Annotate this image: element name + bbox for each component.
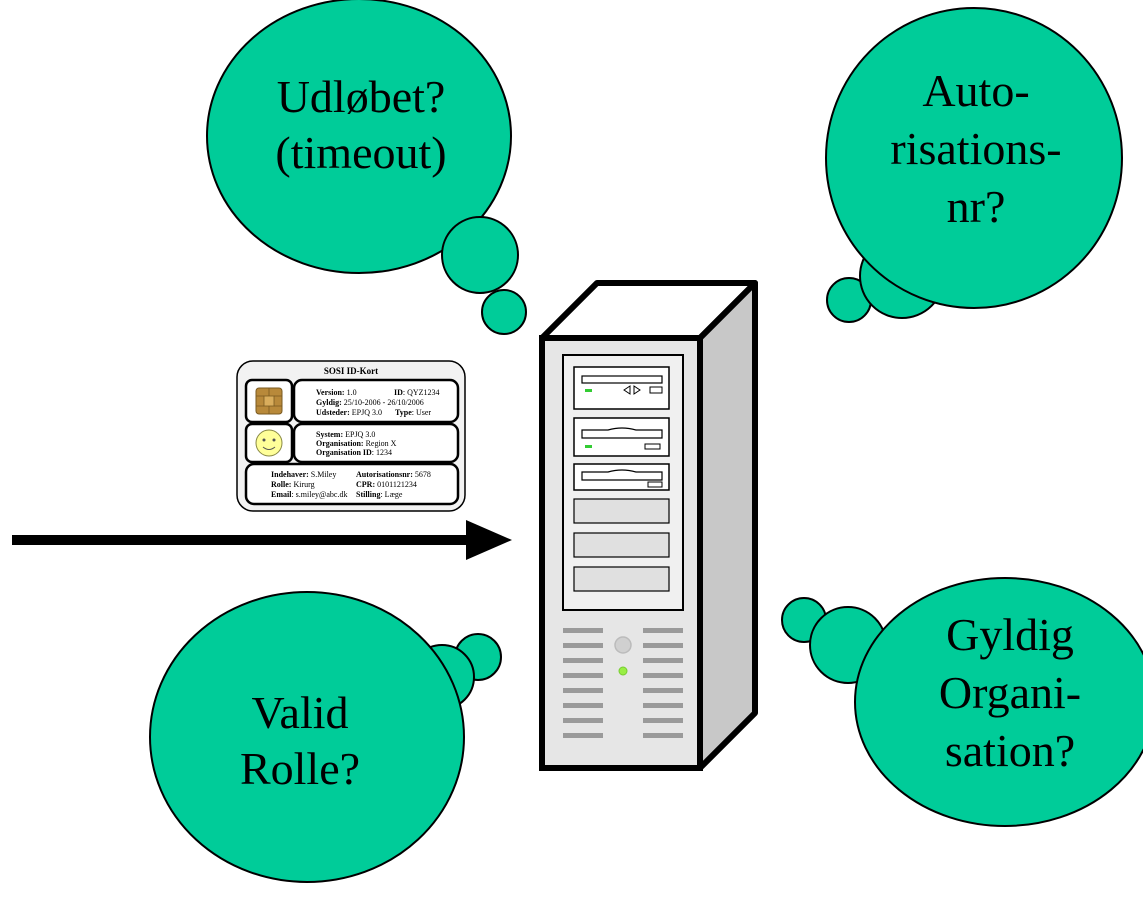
thought-bubble-rolle: Valid Rolle? [149, 591, 502, 883]
power-button-icon [614, 636, 632, 654]
optical-drive-1 [573, 366, 670, 410]
power-led-icon [618, 666, 628, 676]
floppy-drive-1 [573, 417, 670, 457]
bubble-text-timeout-line1: Udløbet? [277, 71, 446, 122]
card-version-row: Version:1.0 [316, 388, 357, 397]
card-autorisationsnr-row: Autorisationsnr:5678 [356, 470, 431, 479]
card-title: SOSI ID-Kort [324, 366, 378, 376]
thought-bubble-organisation: Gyldig Organi- sation? [781, 577, 1143, 827]
bubble-text-timeout-line2: (timeout) [275, 127, 446, 178]
bubble-text-organisation-line2: Organi- [939, 667, 1081, 718]
card-indehaver-row: Indehaver:S.Miley [271, 470, 336, 479]
vent-grille-right [643, 628, 683, 738]
thought-bubble-autorisation: Auto- risations- nr? [825, 7, 1123, 323]
card-orgid-row: Organisation ID: 1234 [316, 448, 392, 457]
card-gyldig-row: Gyldig:25/10-2006 - 26/10/2006 [316, 398, 424, 407]
smartcard-chip-icon [255, 387, 283, 415]
smiley-face-icon [255, 429, 283, 457]
bubble-text-organisation-line1: Gyldig [946, 609, 1074, 660]
bubble-text-autorisation-line1: Auto- [922, 65, 1029, 116]
card-stilling-row: Stilling: Læge [356, 490, 403, 499]
bubble-text-organisation-line3: sation? [945, 725, 1075, 776]
card-cpr-row: CPR:0101121234 [356, 480, 417, 489]
card-rolle-row: Rolle:Kirurg [271, 480, 315, 489]
thought-bubble-timeout: Udløbet? (timeout) [206, 0, 527, 335]
bubble-text-autorisation-line2: risations- [890, 123, 1061, 174]
arrow-to-server [12, 520, 512, 560]
sosi-id-card: SOSI ID-Kort Version:1.0 ID: QYZ1234 Gyl… [236, 360, 466, 512]
card-organisation-row: Organisation:Region X [316, 439, 397, 448]
floppy-drive-2 [573, 463, 670, 491]
card-udsteder-row: Udsteder:EPJQ 3.0 [316, 408, 382, 417]
bubble-text-rolle-line2: Rolle? [240, 743, 360, 794]
server-icon [539, 280, 758, 771]
vent-grille-left [563, 628, 603, 738]
card-email-row: Email: s.miley@abc.dk [271, 490, 347, 499]
card-system-row: System:EPJQ 3.0 [316, 430, 375, 439]
card-id-row: ID: QYZ1234 [394, 388, 440, 397]
card-type-row: Type: User [395, 408, 431, 417]
bubble-text-autorisation-line3: nr? [947, 181, 1006, 232]
bubble-text-rolle-line1: Valid [251, 687, 348, 738]
